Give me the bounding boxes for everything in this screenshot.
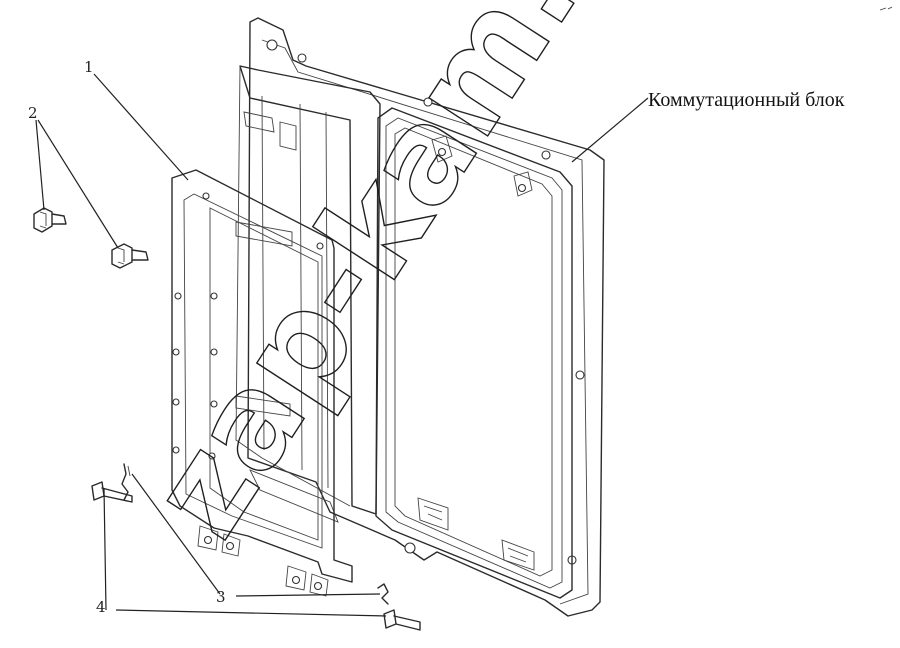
inner-window-gasket bbox=[375, 107, 573, 599]
callout-4: 4 bbox=[96, 598, 106, 616]
bolt-part-2-b bbox=[111, 243, 149, 269]
mounting-frame-part-1 bbox=[171, 169, 353, 597]
callout-2: 2 bbox=[28, 104, 38, 122]
callout-3: 3 bbox=[216, 588, 226, 606]
bolt-part-2-a bbox=[33, 207, 67, 233]
split-pin-part-3-a bbox=[121, 463, 131, 501]
pin-part-4-a bbox=[91, 481, 133, 503]
split-pin-part-3-b bbox=[377, 583, 389, 605]
pin-part-4-b bbox=[383, 609, 421, 631]
leader-lines bbox=[35, 73, 649, 617]
component-title: Коммутационный блок bbox=[648, 89, 845, 111]
housing-panel bbox=[247, 17, 605, 617]
tray-box bbox=[235, 65, 381, 523]
watermark-text: zap-kam.ru bbox=[123, 0, 691, 562]
corner-mark bbox=[879, 6, 893, 11]
callout-1: 1 bbox=[84, 58, 94, 76]
